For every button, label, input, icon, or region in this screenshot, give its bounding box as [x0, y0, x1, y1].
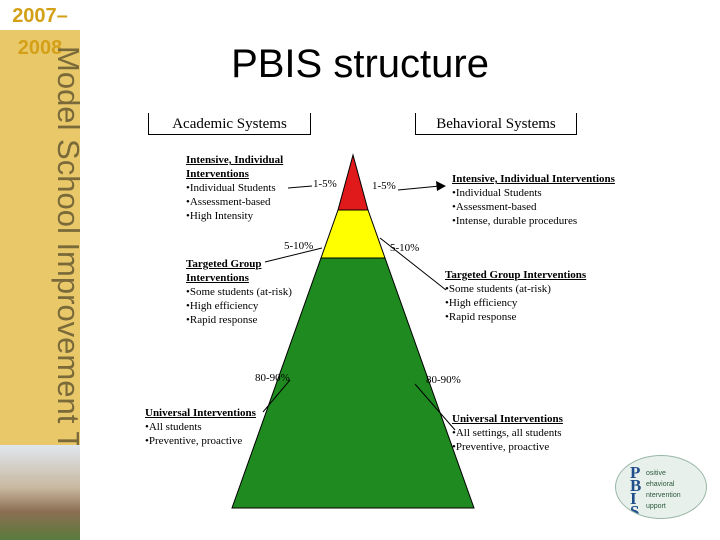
behavioral-systems-heading: Behavioral Systems — [415, 113, 577, 135]
behavioral-intensive-item: •Assessment-based — [452, 201, 537, 213]
academic-pct-mid: 5-10% — [284, 240, 314, 252]
academic-universal: Universal Interventions •All students •P… — [145, 406, 285, 448]
academic-universal-item: •All students — [145, 421, 202, 433]
academic-intensive-item: •High Intensity — [186, 210, 254, 222]
logo-words: ositive ehavioral ntervention upport — [646, 470, 681, 510]
behavioral-targeted-item: •High efficiency — [445, 297, 518, 309]
academic-intensive-title: Intensive, Individual Interventions — [186, 154, 284, 180]
sidebar-year: 2007–2008 — [0, 0, 80, 59]
behavioral-targeted-title: Targeted Group Interventions — [445, 269, 587, 281]
arrow-left-mid — [264, 247, 323, 263]
academic-intensive: Intensive, Individual Interventions •Ind… — [186, 153, 306, 223]
school-photo — [0, 445, 80, 540]
sidebar: 2007–2008 Model School Improvement Team — [0, 0, 86, 540]
pyramid-tier-targeted — [320, 209, 386, 259]
behavioral-universal-item: •Preventive, proactive — [452, 441, 550, 453]
behavioral-intensive: Intensive, Individual Interventions •Ind… — [452, 172, 642, 228]
arrow-right-top — [397, 185, 441, 191]
arrow-right-bottom — [414, 383, 456, 431]
logo-letters: P B I S — [630, 463, 642, 519]
behavioral-intensive-item: •Intense, durable procedures — [452, 215, 578, 227]
behavioral-pct-bottom: 80-90% — [426, 374, 461, 386]
pbis-logo: P B I S ositive ehavioral ntervention up… — [615, 455, 707, 519]
pyramid-tier-intensive — [337, 153, 369, 211]
page-title: PBIS structure — [231, 42, 489, 86]
arrow-left-top — [287, 185, 313, 189]
academic-universal-title: Universal Interventions — [145, 407, 256, 419]
behavioral-intensive-item: •Individual Students — [452, 187, 542, 199]
arrow-left-bottom — [262, 379, 291, 413]
academic-pct-top: 1-5% — [313, 178, 337, 190]
behavioral-targeted-item: •Some students (at-risk) — [445, 283, 551, 295]
academic-pct-bottom: 80-90% — [255, 372, 290, 384]
academic-targeted: Targeted Group Interventions •Some stude… — [186, 257, 294, 327]
sidebar-title: Model School Improvement Team — [51, 46, 86, 508]
behavioral-targeted-item: •Rapid response — [445, 311, 517, 323]
arrowhead-right-top — [436, 181, 446, 191]
academic-targeted-item: •Some students (at-risk) — [186, 286, 292, 298]
behavioral-universal: Universal Interventions •All settings, a… — [452, 412, 612, 454]
behavioral-universal-item: •All settings, all students — [452, 427, 562, 439]
academic-targeted-item: •High efficiency — [186, 300, 259, 312]
academic-targeted-item: •Rapid response — [186, 314, 258, 326]
arrow-right-mid — [379, 237, 447, 291]
behavioral-pct-top: 1-5% — [372, 180, 396, 192]
academic-targeted-title: Targeted Group Interventions — [186, 258, 262, 284]
academic-systems-heading: Academic Systems — [148, 113, 311, 135]
academic-intensive-item: •Individual Students — [186, 182, 276, 194]
academic-intensive-item: •Assessment-based — [186, 196, 271, 208]
behavioral-pct-mid: 5-10% — [390, 242, 420, 254]
behavioral-targeted: Targeted Group Interventions •Some stude… — [445, 268, 645, 324]
academic-universal-item: •Preventive, proactive — [145, 435, 243, 447]
behavioral-intensive-title: Intensive, Individual Interventions — [452, 173, 615, 185]
behavioral-universal-title: Universal Interventions — [452, 413, 563, 425]
